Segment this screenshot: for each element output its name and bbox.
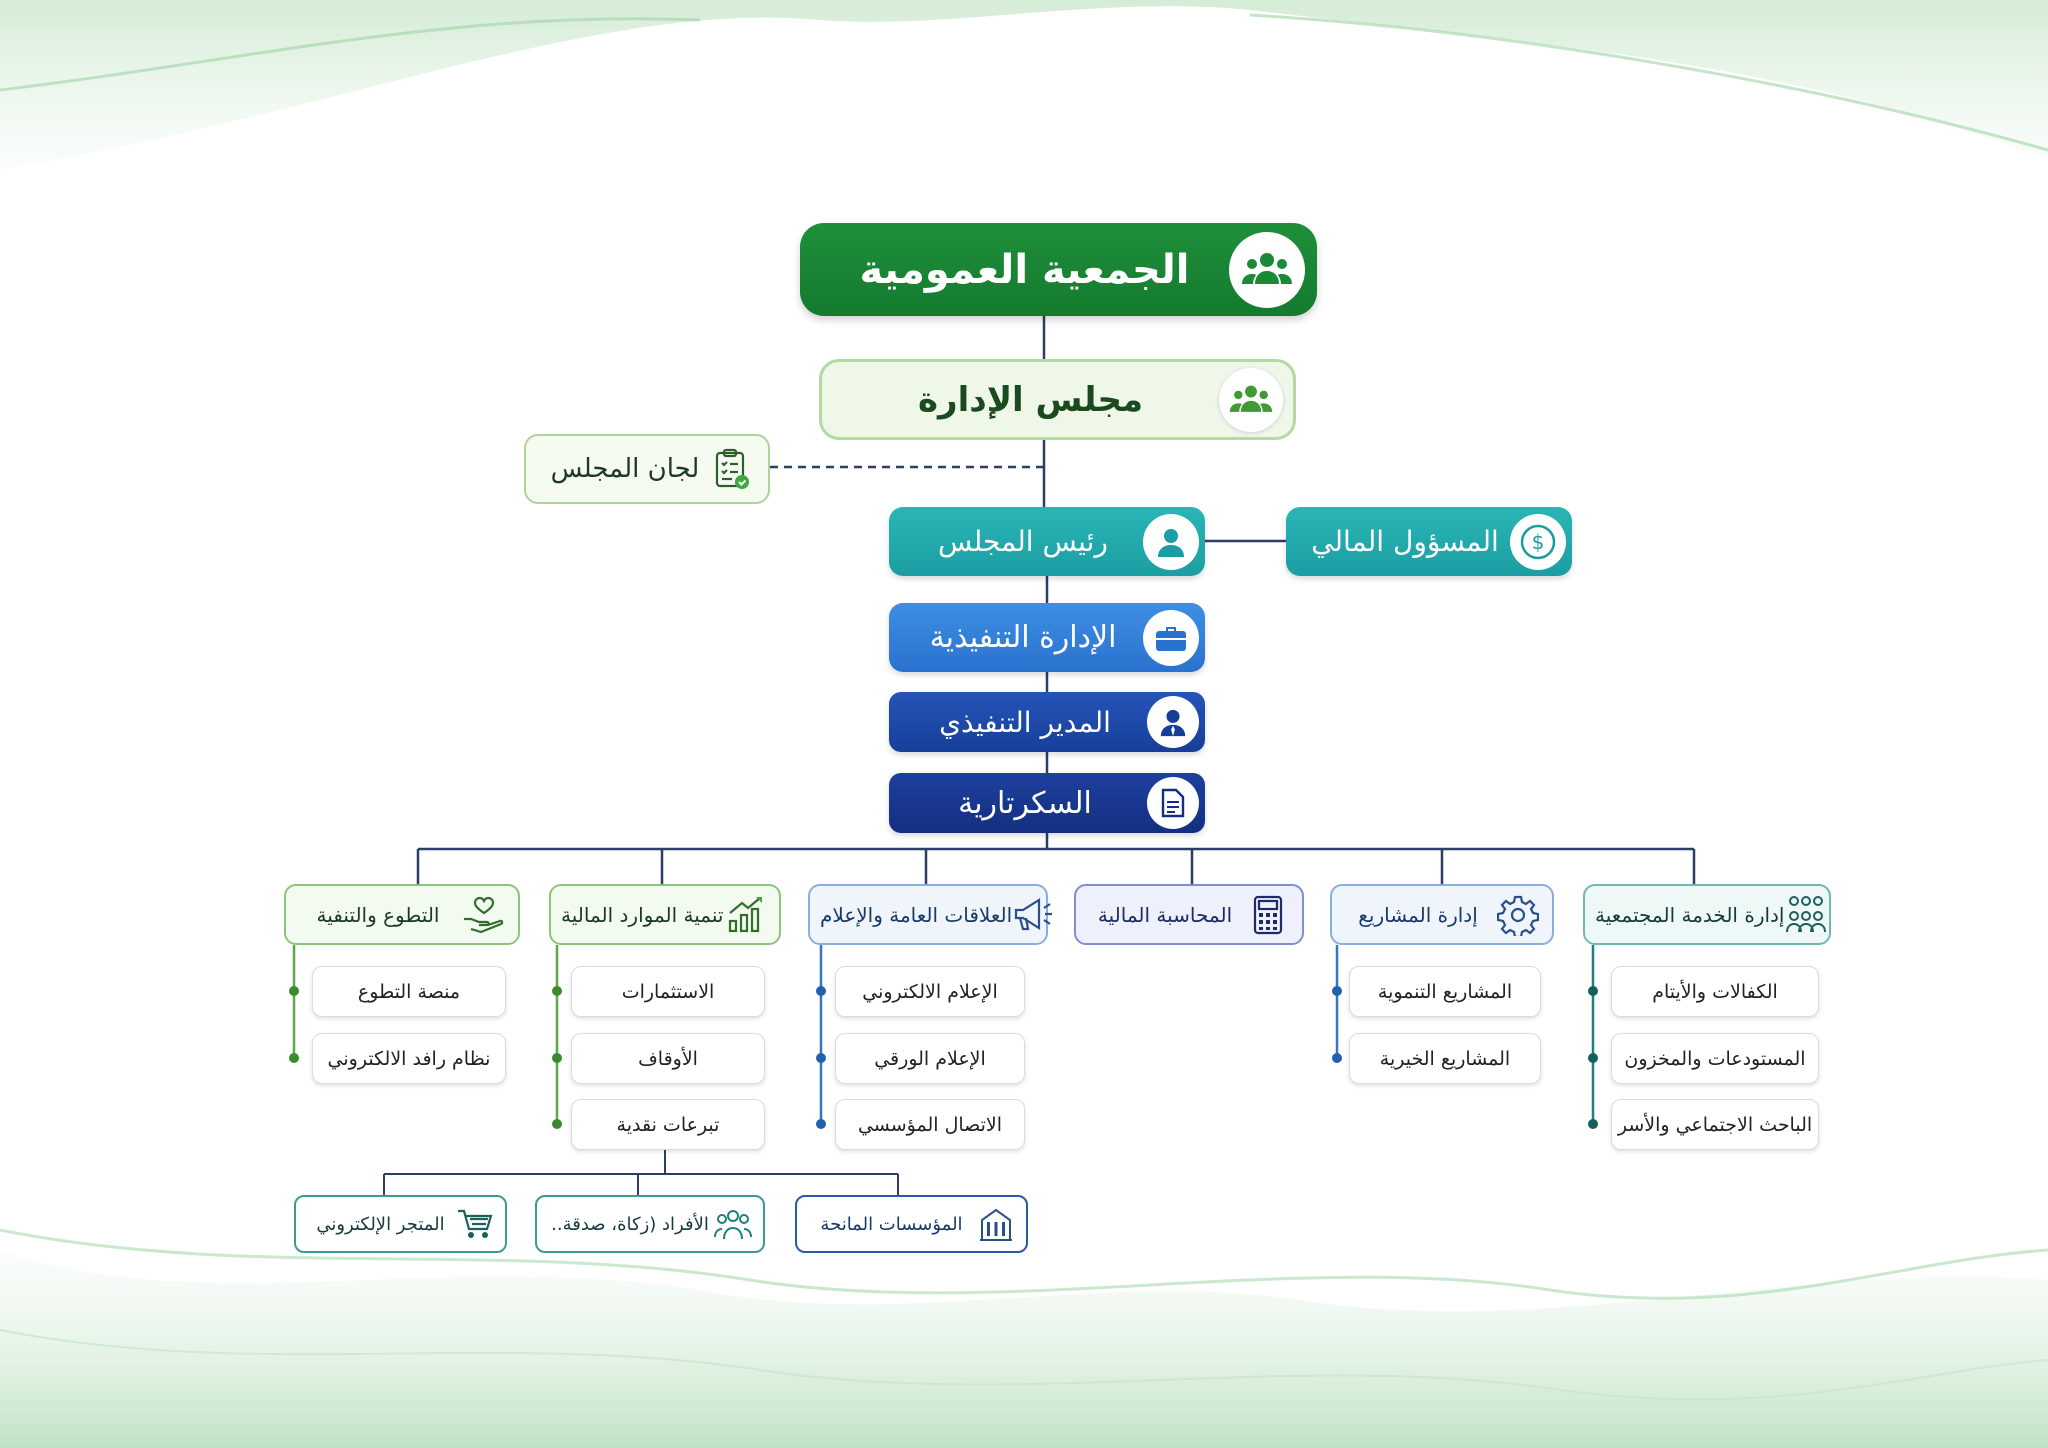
list-item[interactable]: الاستثمارات (571, 966, 765, 1017)
public-relations-label: العلاقات العامة والإعلام (820, 902, 1013, 927)
user-icon (1143, 513, 1199, 570)
executive-administration-label: الإدارة التنفيذية (929, 620, 1117, 655)
list-item[interactable]: نظام رافد الالكتروني (312, 1033, 506, 1084)
store-label: المتجر الإلكتروني (316, 1213, 445, 1235)
board-label: مجلس الإدارة (917, 379, 1144, 420)
manager-icon (1147, 696, 1199, 748)
executive-administration-box[interactable]: الإدارة التنفيذية (889, 603, 1205, 672)
list-item[interactable]: الاتصال المؤسسي (835, 1099, 1025, 1150)
online-store-box[interactable]: المتجر الإلكتروني (294, 1195, 507, 1253)
list-item[interactable]: الإعلام الالكتروني (835, 966, 1025, 1017)
list-item[interactable]: المشاريع التنموية (1349, 966, 1541, 1017)
financial-officer-label: المسؤول المالي (1311, 525, 1499, 558)
chairman-label: رئيس المجلس (938, 525, 1108, 558)
calculator-icon (1244, 891, 1292, 939)
document-icon (1147, 777, 1199, 829)
briefcase-icon (1143, 609, 1199, 666)
board-chairman-box[interactable]: رئيس المجلس (889, 507, 1205, 576)
institutions-label: المؤسسات المانحة (820, 1213, 963, 1235)
individuals-label: الأفراد (زكاة، صدقة.. (551, 1213, 709, 1235)
list-item[interactable]: الأوقاف (571, 1033, 765, 1084)
clipboard-check-icon (710, 447, 754, 491)
secretariat-box[interactable]: السكرتارية (889, 773, 1205, 833)
list-item[interactable]: الباحث الاجتماعي والأسر (1611, 1099, 1819, 1150)
list-item[interactable]: تبرعات نقدية (571, 1099, 765, 1150)
executive-director-label: المدير التنفيذي (939, 705, 1111, 739)
financial-officer-box[interactable]: المسؤول المالي $ (1286, 507, 1572, 576)
dollar-icon: $ (1510, 513, 1566, 570)
growth-chart-icon (723, 891, 769, 939)
public-relations-department[interactable]: العلاقات العامة والإعلام (808, 884, 1053, 945)
community-label: إدارة الخدمة المجتمعية (1595, 902, 1785, 927)
building-icon (976, 1204, 1016, 1244)
community-service-department[interactable]: إدارة الخدمة المجتمعية (1583, 884, 1831, 945)
general-assembly-label: الجمعية العمومية (859, 246, 1190, 293)
projects-label: إدارة المشاريع (1358, 902, 1478, 927)
general-assembly-box[interactable]: الجمعية العمومية (800, 223, 1317, 316)
list-item[interactable]: المشاريع الخيرية (1349, 1033, 1541, 1084)
board-committees-box[interactable]: لجان المجلس (524, 434, 770, 504)
group-icon (1219, 367, 1283, 432)
people-icon (1785, 891, 1827, 939)
financial-resources-department[interactable]: تنمية الموارد المالية (549, 884, 781, 945)
accounting-label: المحاسبة المالية (1097, 902, 1233, 927)
list-item[interactable]: منصة التطوع (312, 966, 506, 1017)
svg-text:$: $ (1532, 530, 1545, 554)
list-item[interactable]: المستودعات والمخزون (1611, 1033, 1819, 1084)
board-of-directors-box[interactable]: مجلس الإدارة (819, 359, 1296, 440)
volunteering-label: التطوع والتنفية (316, 902, 440, 927)
people-icon (713, 1204, 753, 1244)
secretariat-label: السكرتارية (958, 785, 1092, 821)
executive-director-box[interactable]: المدير التنفيذي (889, 692, 1205, 752)
committees-label: لجان المجلس (550, 454, 700, 484)
list-item[interactable]: الكفالات والأيتام (1611, 966, 1819, 1017)
hand-heart-icon (460, 891, 508, 939)
accounting-department[interactable]: المحاسبة المالية (1074, 884, 1304, 945)
volunteering-department[interactable]: التطوع والتنفية (284, 884, 520, 945)
resources-label: تنمية الموارد المالية (561, 902, 724, 927)
gear-icon (1494, 891, 1542, 939)
group-icon (1229, 231, 1305, 308)
donors-individuals-box[interactable]: الأفراد (زكاة، صدقة.. (535, 1195, 765, 1253)
donors-institutions-box[interactable]: المؤسسات المانحة (795, 1195, 1028, 1253)
projects-department[interactable]: إدارة المشاريع (1330, 884, 1554, 945)
list-item[interactable]: الإعلام الورقي (835, 1033, 1025, 1084)
megaphone-icon (1012, 891, 1054, 939)
cart-icon (455, 1204, 495, 1244)
